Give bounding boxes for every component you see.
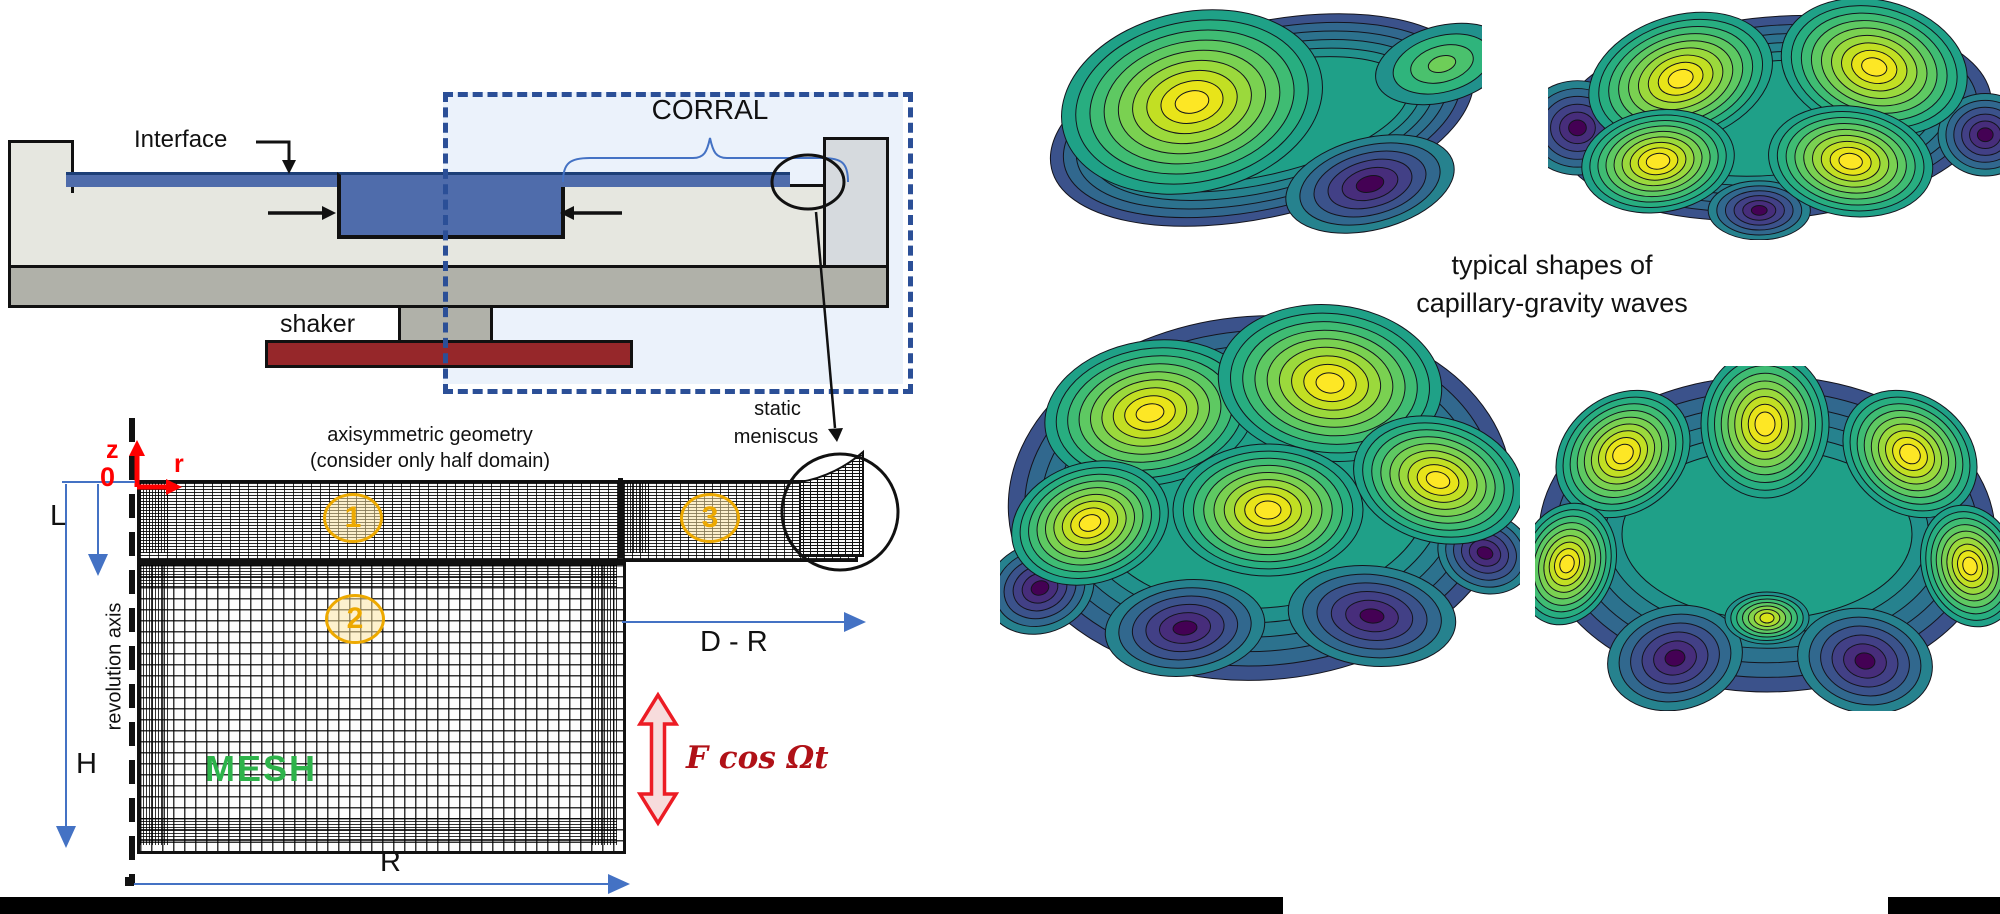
r-axis-label: r [174, 450, 184, 478]
dish-base-plate [8, 265, 889, 308]
static-meniscus-label-line1: static [754, 398, 801, 420]
corral-label: CORRAL [651, 94, 769, 125]
bottom-black-bar-left [0, 897, 1283, 914]
dim-L-label: L [50, 500, 67, 532]
liquid-pool [337, 172, 565, 239]
meniscus-circle [780, 452, 900, 572]
dim-DR-label: D - R [700, 626, 768, 658]
geometry-note-line1: axisymmetric geometry [327, 424, 533, 446]
mesh-region-divider [618, 478, 623, 558]
mesh-fine-band [140, 483, 170, 553]
surface-plot-star-mode [1535, 366, 2000, 711]
static-meniscus-label-line2: meniscus [733, 426, 819, 448]
mesh-fine-band [592, 565, 617, 845]
waves-caption-line2: capillary-gravity waves [1416, 288, 1688, 318]
region2-badge: 2 [325, 594, 385, 644]
mesh-fine-band [627, 483, 651, 553]
mesh-region-2 [137, 562, 626, 854]
interface-pointer-line [256, 140, 291, 166]
dim-R-label: R [380, 846, 401, 878]
surface-plot-four-peaks [1548, 0, 2000, 240]
forcing-label: F cos Ωt [686, 740, 829, 776]
revolution-axis-line [129, 418, 135, 884]
region3-badge: 3 [680, 493, 740, 543]
mesh-fine-band [140, 565, 617, 587]
shaker-label: shaker [280, 310, 356, 338]
geometry-note-line2: (consider only half domain) [309, 450, 551, 472]
bottom-black-bar-right [1888, 897, 2000, 914]
surface-plot-mode-11 [1049, 9, 1482, 234]
dim-H-label: H [76, 748, 97, 780]
region1-badge: 1 [323, 493, 383, 543]
liquid-layer-right [557, 172, 790, 187]
mesh-fine-band [140, 818, 617, 845]
revolution-axis-label: revolution axis [103, 602, 126, 731]
z-axis-label: z [106, 436, 119, 464]
surface-plot-five-peaks [1000, 304, 1520, 681]
static-meniscus-zoom [780, 449, 900, 572]
waves-caption-line1: typical shapes of [1451, 250, 1653, 280]
interface-label: Interface [134, 126, 228, 153]
liquid-layer-left [66, 172, 337, 187]
mesh-fine-band [140, 565, 168, 845]
meniscus-mesh-wedge [799, 449, 864, 557]
shaker-bar [265, 340, 633, 368]
dish-left-wall [8, 140, 74, 193]
origin-label: 0 [100, 462, 116, 492]
forcing-double-arrow [636, 691, 680, 827]
mesh-label: MESH [205, 748, 318, 789]
